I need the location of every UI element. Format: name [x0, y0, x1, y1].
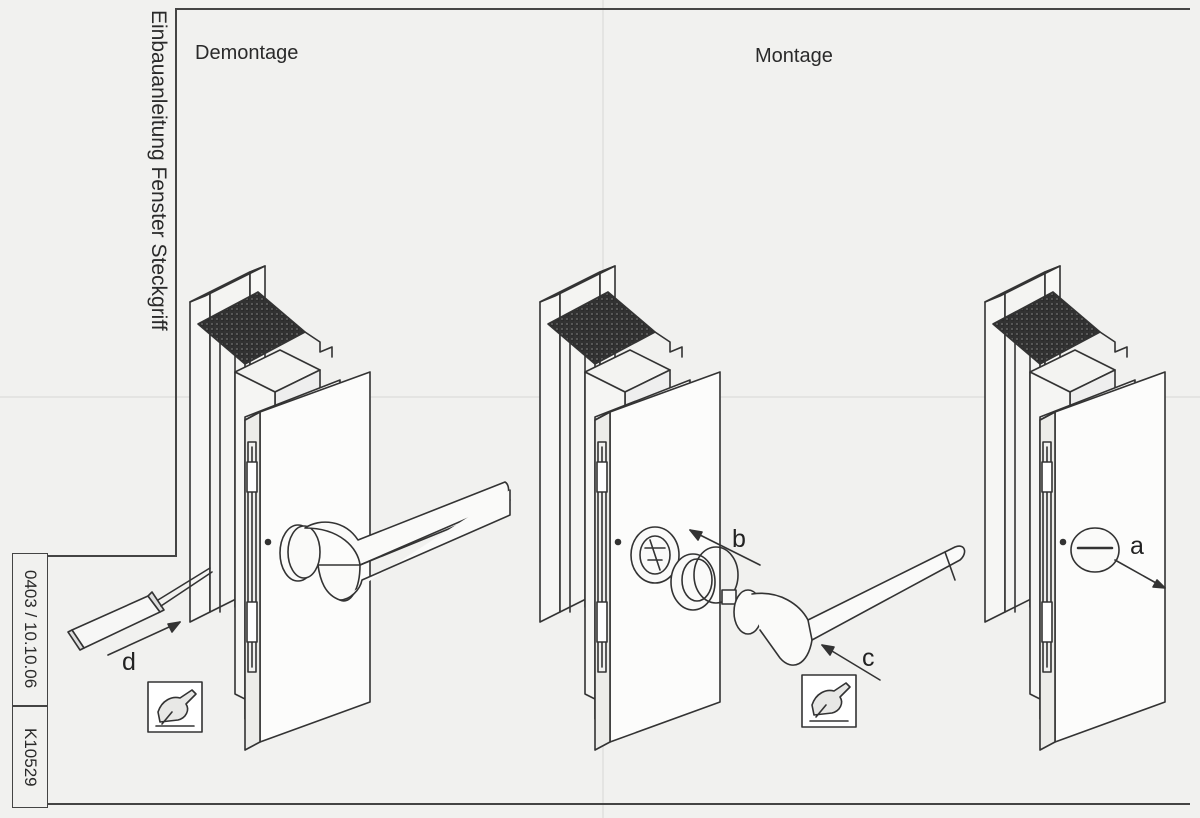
screwdriver-icon	[68, 568, 212, 650]
callout-d: d	[122, 648, 136, 676]
document-title: Einbauanleitung Fenster Steckgriff	[147, 10, 170, 331]
arrow-icon	[690, 530, 760, 565]
date-code: 0403 / 10.10.06	[21, 570, 40, 689]
arrow-icon	[822, 645, 880, 680]
cover-cap-icon	[631, 527, 738, 610]
heading-demontage: Demontage	[195, 42, 299, 64]
cover-cap-icon	[1071, 528, 1119, 572]
window-handle-icon	[722, 546, 965, 665]
callout-b: b	[732, 525, 746, 553]
document-stamp: 0403 / 10.10.06 K10529	[12, 553, 48, 808]
arrow-icon	[1115, 560, 1165, 588]
frame-step-line	[48, 555, 177, 557]
part-number: K10529	[21, 727, 40, 787]
window-profile-montage	[539, 265, 721, 751]
callout-a: a	[1130, 532, 1144, 560]
heading-montage: Montage	[755, 45, 833, 67]
arrow-icon	[108, 622, 180, 655]
stamp-divider	[13, 705, 47, 707]
callout-c: c	[862, 644, 875, 672]
window-handle-icon	[280, 482, 510, 601]
frame-bottom-line	[48, 803, 1190, 805]
frame-top-line	[175, 8, 1190, 10]
window-profile-demontage	[189, 265, 371, 751]
hand-tool-icon	[148, 682, 202, 732]
hand-tool-icon	[802, 675, 856, 727]
frame-left-line	[175, 8, 177, 556]
window-profile-final	[984, 265, 1166, 751]
